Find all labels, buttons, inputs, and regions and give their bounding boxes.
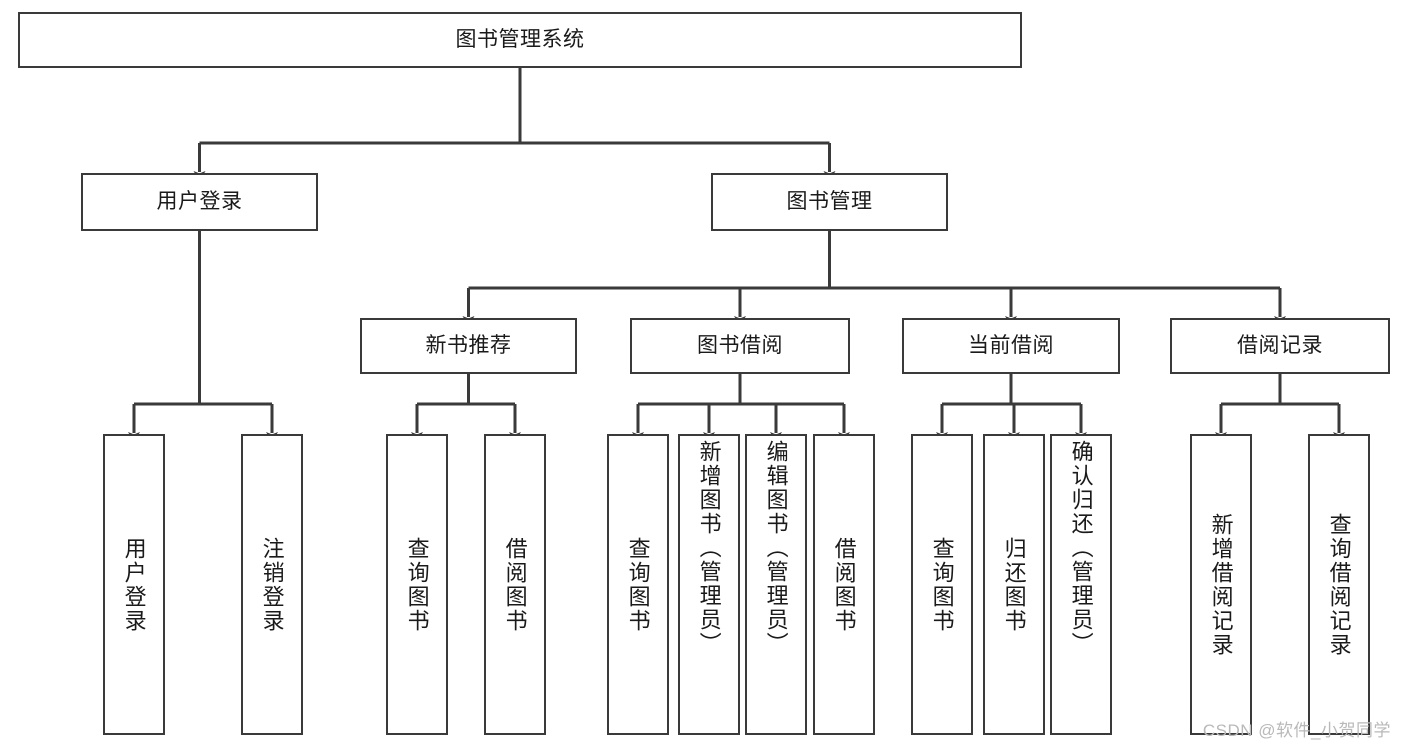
node-book-borrow-label: 图书借阅	[697, 333, 783, 357]
node-borrow-record-label: 借阅记录	[1237, 333, 1323, 357]
leaf-query-book-3-label: 查询图书	[929, 536, 955, 633]
leaf-add-book-label: 新增图书（管理员）	[696, 440, 722, 656]
node-user-login-label: 用户登录	[156, 189, 243, 213]
node-book-manage-label: 图书管理	[786, 189, 873, 213]
leaf-query-book-2[interactable]: 查询图书	[607, 434, 669, 735]
leaf-borrow-book-2[interactable]: 借阅图书	[813, 434, 875, 735]
node-user-login[interactable]: 用户登录	[81, 173, 318, 231]
leaf-query-borrow-record[interactable]: 查询借阅记录	[1308, 434, 1370, 735]
node-book-manage[interactable]: 图书管理	[711, 173, 948, 231]
csdn-watermark: CSDN @软件_小贺同学	[1202, 721, 1391, 740]
leaf-add-borrow-record[interactable]: 新增借阅记录	[1190, 434, 1252, 735]
leaf-user-login-label: 用户登录	[121, 536, 147, 633]
node-borrow-record[interactable]: 借阅记录	[1170, 318, 1390, 374]
leaf-return-book-label: 归还图书	[1001, 536, 1027, 633]
leaf-user-logout-label: 注销登录	[259, 536, 285, 633]
leaf-query-borrow-record-label: 查询借阅记录	[1326, 512, 1352, 657]
leaf-query-book-1-label: 查询图书	[404, 536, 430, 633]
leaf-user-login[interactable]: 用户登录	[103, 434, 165, 735]
node-book-borrow[interactable]: 图书借阅	[630, 318, 850, 374]
leaf-confirm-return[interactable]: 确认归还（管理员）	[1050, 434, 1112, 735]
leaf-query-book-3[interactable]: 查询图书	[911, 434, 973, 735]
leaf-add-book[interactable]: 新增图书（管理员）	[678, 434, 740, 735]
leaf-query-book-1[interactable]: 查询图书	[386, 434, 448, 735]
leaf-user-logout[interactable]: 注销登录	[241, 434, 303, 735]
node-current-borrow[interactable]: 当前借阅	[902, 318, 1120, 374]
node-new-book-recommend[interactable]: 新书推荐	[360, 318, 577, 374]
node-root-label: 图书管理系统	[455, 27, 585, 51]
leaf-confirm-return-label: 确认归还（管理员）	[1068, 440, 1094, 656]
node-current-borrow-label: 当前借阅	[968, 333, 1054, 357]
leaf-edit-book[interactable]: 编辑图书（管理员）	[745, 434, 807, 735]
leaf-borrow-book-1[interactable]: 借阅图书	[484, 434, 546, 735]
leaf-edit-book-label: 编辑图书（管理员）	[763, 440, 789, 656]
leaf-add-borrow-record-label: 新增借阅记录	[1208, 512, 1234, 657]
node-root[interactable]: 图书管理系统	[18, 12, 1022, 68]
leaf-query-book-2-label: 查询图书	[625, 536, 651, 633]
leaf-return-book[interactable]: 归还图书	[983, 434, 1045, 735]
leaf-borrow-book-1-label: 借阅图书	[502, 536, 528, 633]
node-new-book-recommend-label: 新书推荐	[425, 333, 512, 357]
leaf-borrow-book-2-label: 借阅图书	[831, 536, 857, 633]
